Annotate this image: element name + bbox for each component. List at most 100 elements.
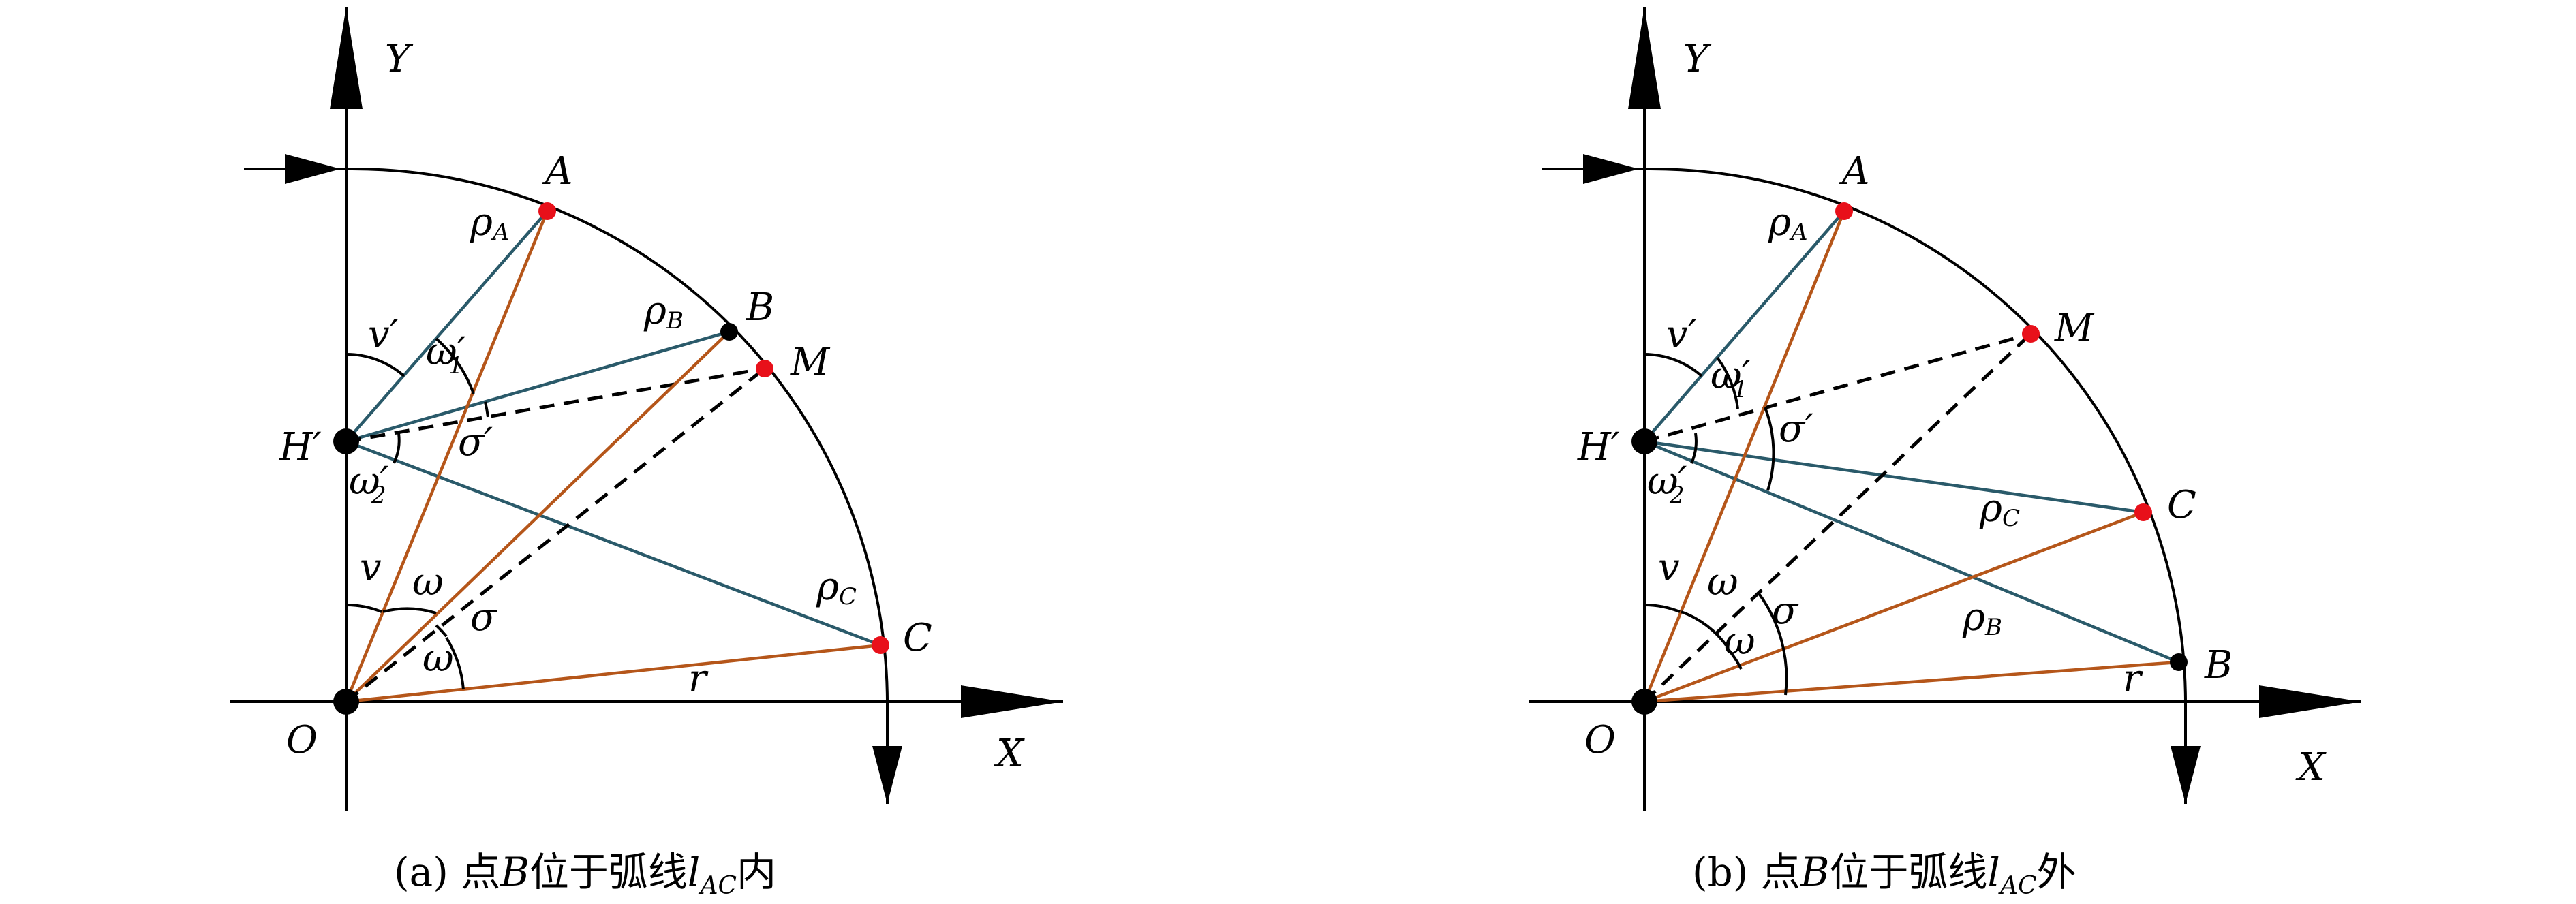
angle-vprime-b xyxy=(1644,353,1703,377)
line-o-b-b xyxy=(1644,660,2179,704)
label-vprime-a: v′ xyxy=(368,313,399,357)
label-x-a: X xyxy=(994,732,1025,776)
point-h-a xyxy=(333,428,359,454)
point-m-a xyxy=(756,360,773,377)
arc-arrow-top-a xyxy=(285,154,341,184)
label-y-b: Y xyxy=(1683,37,1712,81)
point-c-a xyxy=(872,636,889,654)
panel-a: Y X O H′ A B M C ρ A ρ B ρ C v′ ω′ 1 σ′ … xyxy=(230,7,1063,900)
label-rho-c-b: ρ xyxy=(1979,486,2002,531)
label-omega1-sub-a: 1 xyxy=(448,352,463,379)
point-b-b xyxy=(2170,653,2188,671)
label-sigmaprime-b: σ′ xyxy=(1779,407,1813,451)
label-m-a: M xyxy=(790,340,831,384)
line-o-c-b xyxy=(1644,510,2144,704)
label-x-b: X xyxy=(2295,745,2327,790)
caption-b-var: B xyxy=(1800,849,1830,895)
caption-a-lsub: AC xyxy=(698,872,737,900)
label-omega1-a: ω′ xyxy=(426,330,466,374)
label-omega-top-a: ω xyxy=(412,560,444,604)
caption-a-prefix: (a) 点 xyxy=(394,849,500,895)
label-r-a: r xyxy=(688,657,709,701)
x-axis-arrow-b xyxy=(2259,685,2361,718)
line-o-b-a xyxy=(345,330,731,703)
line-h-m-b xyxy=(1644,332,2031,443)
arc-arrow-right-b xyxy=(2171,746,2201,804)
label-o-a: O xyxy=(286,718,318,762)
label-v-b: v xyxy=(1658,546,1680,590)
arc-arrow-top-b xyxy=(1583,154,1639,184)
line-h-b-a xyxy=(346,330,730,443)
arc-arrow-right-a xyxy=(872,746,902,804)
angle-omega-top-b xyxy=(1681,610,1729,649)
label-omega1-sub-b: 1 xyxy=(1733,376,1748,403)
line-o-m-a xyxy=(345,367,766,703)
line-h-c-a xyxy=(346,439,881,647)
line-h-c-b xyxy=(1644,439,2144,514)
x-axis-arrow-a xyxy=(961,685,1063,718)
label-r-b: r xyxy=(2123,657,2143,701)
label-omega-bot-b: ω xyxy=(1724,619,1755,664)
caption-a: (a) 点B位于弧线lAC内 xyxy=(394,849,776,900)
angle-v-b xyxy=(1644,604,1681,613)
caption-b-mid: 位于弧线 xyxy=(1829,849,1987,895)
caption-b: (b) 点B位于弧线lAC外 xyxy=(1692,849,2076,900)
label-rho-a-b: ρ xyxy=(1768,200,1791,245)
point-o-b xyxy=(1631,689,1657,715)
label-v-a: v xyxy=(360,546,382,590)
label-omega2-b: ω′ xyxy=(1647,459,1687,503)
point-h-b xyxy=(1631,428,1657,454)
label-rho-b-b: ρ xyxy=(1962,595,1985,640)
label-a-a: A xyxy=(542,149,572,193)
angle-sigmaprime-a xyxy=(484,401,489,418)
line-h-b-b xyxy=(1644,439,2179,664)
label-rho-c-a: ρ xyxy=(816,565,839,609)
label-omega-bot-a: ω xyxy=(423,636,454,681)
angle-vprime-a xyxy=(346,352,405,377)
label-rho-c-sub-b: C xyxy=(2002,505,2020,532)
angle-omega-bot-b xyxy=(1726,647,1743,670)
caption-b-suffix: 外 xyxy=(2037,849,2076,895)
line-o-m-b xyxy=(1643,332,2032,703)
line-h-m-a xyxy=(346,367,765,443)
label-b-a: B xyxy=(746,285,774,330)
caption-b-lsub: AC xyxy=(1998,872,2037,900)
label-m-b: M xyxy=(2054,306,2095,350)
angle-omega-top-a xyxy=(382,607,437,614)
label-c-b: C xyxy=(2167,483,2196,527)
label-rho-b-a: ρ xyxy=(643,289,666,333)
label-sigma-a: σ xyxy=(470,595,497,640)
line-h-a-a xyxy=(345,210,549,443)
label-rho-a-sub-a: A xyxy=(491,219,510,246)
caption-a-mid: 位于弧线 xyxy=(530,849,688,895)
label-rho-b-sub-a: B xyxy=(666,307,684,334)
y-axis-arrow-b xyxy=(1628,7,1661,109)
label-y-a: Y xyxy=(385,37,414,81)
y-axis-arrow-a xyxy=(330,7,363,109)
label-b-b: B xyxy=(2204,643,2233,687)
point-b-a xyxy=(720,323,738,341)
label-o-b: O xyxy=(1584,718,1616,762)
point-o-a xyxy=(333,689,359,715)
label-omega2-sub-b: 2 xyxy=(1669,482,1685,509)
point-a-b xyxy=(1835,202,1853,220)
caption-b-l: l xyxy=(1987,849,2000,895)
label-rho-b-sub-b: B xyxy=(1984,614,2002,641)
label-sigma-b: σ xyxy=(1772,589,1799,633)
label-omega-top-b: ω xyxy=(1707,560,1738,604)
arc-b xyxy=(1644,167,2187,702)
label-omega2-a: ω′ xyxy=(349,459,389,503)
label-rho-a-a: ρ xyxy=(470,200,493,245)
angle-omega-bot-a xyxy=(445,636,465,690)
angle-sigma-a xyxy=(435,624,448,638)
label-c-a: C xyxy=(903,616,932,660)
angle-omega2-b xyxy=(1690,433,1698,464)
angle-omega1-a xyxy=(435,337,475,394)
arc-a xyxy=(346,167,889,702)
line-o-a-a xyxy=(344,211,549,702)
line-h-a-b xyxy=(1643,210,1845,443)
caption-a-suffix: 内 xyxy=(737,849,776,895)
panel-b: Y X O H′ A M C B ρ A ρ C ρ B v′ ω′ 1 σ′ … xyxy=(1529,7,2361,900)
